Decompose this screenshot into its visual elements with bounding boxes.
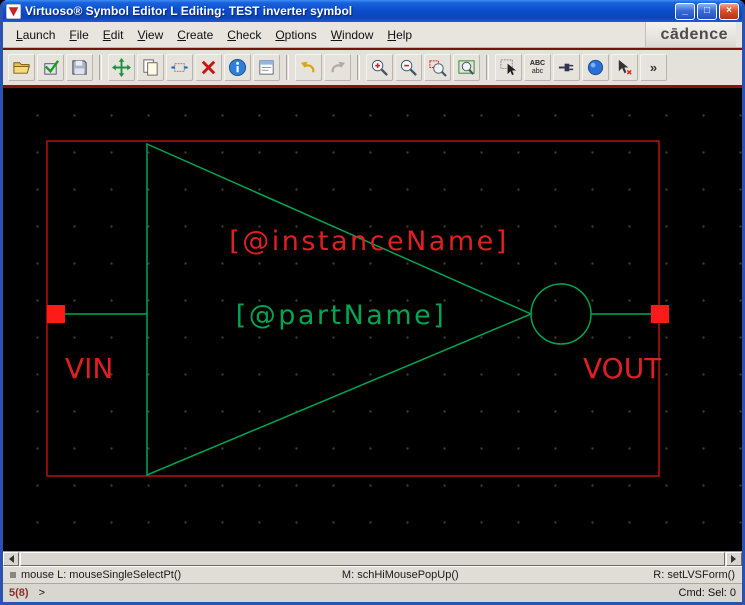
menu-item-create[interactable]: Create bbox=[177, 27, 214, 42]
undo-arrow-icon bbox=[300, 61, 315, 73]
close-icon: × bbox=[726, 5, 732, 16]
selection-mode-button[interactable] bbox=[495, 54, 522, 81]
create-circle-button[interactable] bbox=[582, 54, 609, 81]
command-selection-status: Cmd: Sel: 0 bbox=[678, 587, 736, 599]
open-folder-icon bbox=[13, 62, 30, 74]
output-pin-square[interactable] bbox=[651, 305, 669, 323]
mouse-middle-binding: M: schHiMousePopUp() bbox=[341, 569, 459, 581]
zoom-area-button[interactable] bbox=[424, 54, 451, 81]
scroll-left-arrow-icon bbox=[5, 555, 14, 563]
mouse-left-binding: mouse L: mouseSingleSelectPt() bbox=[21, 569, 182, 581]
move-button[interactable] bbox=[108, 54, 135, 81]
toolbar-separator bbox=[99, 55, 102, 80]
vout-pin-label[interactable]: VOUT bbox=[583, 352, 662, 385]
save-icon bbox=[72, 60, 87, 75]
open-button[interactable] bbox=[8, 54, 35, 81]
window-title: Virtuoso® Symbol Editor L Editing: TEST … bbox=[25, 4, 353, 18]
stretch-button[interactable] bbox=[166, 54, 193, 81]
inverter-triangle[interactable] bbox=[146, 142, 533, 477]
property-form-icon bbox=[259, 60, 274, 75]
create-label-button[interactable]: ABC abc bbox=[524, 54, 551, 81]
pointer-tool-button[interactable] bbox=[611, 54, 638, 81]
menu-item-check[interactable]: Check bbox=[227, 27, 262, 42]
input-pin-square[interactable] bbox=[47, 305, 65, 323]
zoom-in-button[interactable] bbox=[366, 54, 393, 81]
menu-item-window[interactable]: Window bbox=[330, 27, 374, 42]
selection-cursor-icon bbox=[500, 59, 517, 76]
stretch-icon bbox=[171, 63, 188, 72]
symbol-drawing: [@instanceName] [@partName] VIN VOUT bbox=[46, 140, 669, 477]
scroll-left-button[interactable] bbox=[3, 552, 19, 566]
maximize-button[interactable]: □ bbox=[697, 2, 717, 20]
property-editor-button[interactable] bbox=[253, 54, 280, 81]
close-button[interactable]: × bbox=[719, 2, 739, 20]
zoom-fit-button[interactable] bbox=[453, 54, 480, 81]
toolbar-separator bbox=[357, 55, 360, 80]
menubar: Launch File Edit View Create Check Optio… bbox=[3, 22, 742, 48]
statusbar: mouse L: mouseSingleSelectPt() M: schHiM… bbox=[3, 566, 742, 583]
minimize-icon: _ bbox=[682, 5, 688, 16]
brand-area: cādence bbox=[645, 22, 736, 47]
label-text-icon: ABC bbox=[529, 59, 546, 67]
move-arrows-icon bbox=[112, 58, 131, 77]
menu-item-launch[interactable]: Launch bbox=[16, 27, 56, 42]
zoom-fit-icon bbox=[458, 60, 475, 75]
inversion-bubble[interactable] bbox=[530, 283, 592, 345]
redo-button[interactable] bbox=[324, 54, 351, 81]
minimize-button[interactable]: _ bbox=[675, 2, 695, 20]
check-and-save-icon bbox=[44, 60, 60, 75]
delete-button[interactable] bbox=[195, 54, 222, 81]
copy-button[interactable] bbox=[137, 54, 164, 81]
scroll-right-arrow-icon bbox=[731, 555, 740, 563]
prompt-bar[interactable]: 5(8) > Cmd: Sel: 0 bbox=[3, 583, 742, 602]
zoom-in-icon bbox=[371, 59, 388, 76]
cadence-logo: cādence bbox=[660, 25, 728, 43]
toolbar: ABC abc » bbox=[3, 48, 742, 88]
query-properties-button[interactable] bbox=[224, 54, 251, 81]
menu-item-edit[interactable]: Edit bbox=[102, 27, 124, 42]
mouse-right-binding: R: setLVSForm() bbox=[653, 569, 735, 581]
horizontal-scrollbar[interactable] bbox=[3, 551, 742, 566]
create-pin-button[interactable] bbox=[553, 54, 580, 81]
zoom-area-icon bbox=[429, 60, 447, 77]
maximize-icon: □ bbox=[703, 5, 711, 16]
save-button[interactable] bbox=[66, 54, 93, 81]
vin-pin-label[interactable]: VIN bbox=[65, 352, 113, 385]
app-icon bbox=[6, 3, 21, 19]
more-tools-button[interactable]: » bbox=[640, 54, 667, 81]
toolbar-separator bbox=[486, 55, 489, 80]
scroll-right-button[interactable] bbox=[726, 552, 742, 566]
titlebar[interactable]: Virtuoso® Symbol Editor L Editing: TEST … bbox=[3, 0, 742, 22]
pointer-cross-icon bbox=[618, 59, 632, 75]
chevron-double-icon: » bbox=[649, 60, 658, 75]
menu-item-view[interactable]: View bbox=[137, 27, 164, 42]
toolbar-separator bbox=[286, 55, 289, 80]
delete-x-icon bbox=[201, 60, 216, 75]
redo-arrow-icon bbox=[331, 61, 346, 73]
pin-plug-icon bbox=[558, 63, 574, 72]
label-text-icon-lower: abc bbox=[531, 67, 544, 75]
menu-item-help[interactable]: Help bbox=[387, 27, 413, 42]
status-grip-icon bbox=[10, 572, 16, 578]
instance-name-label[interactable]: [@instanceName] bbox=[229, 226, 509, 257]
command-prompt-caret[interactable]: > bbox=[38, 587, 45, 599]
zoom-out-button[interactable] bbox=[395, 54, 422, 81]
menu-item-file[interactable]: File bbox=[69, 27, 89, 42]
part-name-label[interactable]: [@partName] bbox=[236, 300, 447, 331]
info-icon bbox=[228, 58, 247, 77]
menu-item-options[interactable]: Options bbox=[275, 27, 317, 42]
symbol-canvas[interactable]: [@instanceName] [@partName] VIN VOUT bbox=[3, 88, 742, 551]
undo-button[interactable] bbox=[295, 54, 322, 81]
copy-icon bbox=[143, 59, 158, 76]
scrollbar-thumb[interactable] bbox=[20, 552, 725, 566]
hierarchy-counter: 5(8) bbox=[9, 587, 29, 599]
check-save-button[interactable] bbox=[37, 54, 64, 81]
circle-ball-icon bbox=[587, 59, 604, 76]
zoom-out-icon bbox=[400, 59, 417, 76]
